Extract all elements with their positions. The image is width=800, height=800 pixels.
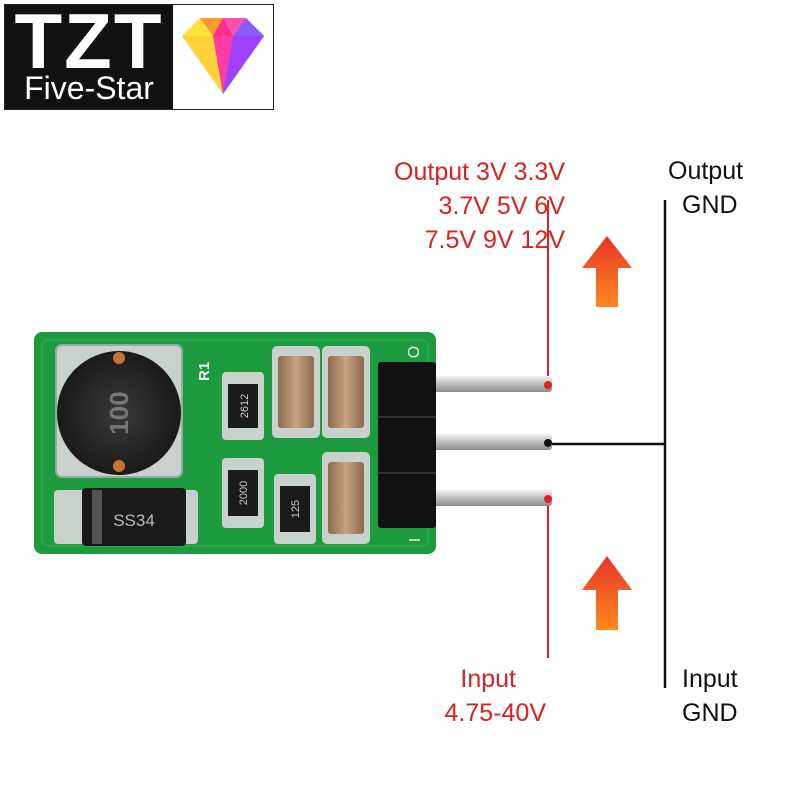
output-gnd-line-2: GND — [682, 191, 738, 219]
pin-marking-input: I — [407, 538, 424, 542]
arrow-up-input-icon — [582, 556, 632, 630]
gnd-dot — [544, 439, 552, 447]
dc-dc-module — [34, 332, 436, 554]
input-gnd-line-2: GND — [682, 699, 738, 727]
capacitor-3 — [328, 462, 364, 534]
output-dot — [544, 381, 552, 389]
resistor-marking-1: 2612 — [239, 394, 251, 418]
output-voltage-line-2: 3.7V 5V 6V — [438, 192, 565, 220]
inductor-marking: 100 — [104, 391, 134, 434]
output-voltage-line-1: Output 3V 3.3V — [394, 158, 565, 186]
input-voltage-line-2: 4.75-40V — [444, 699, 546, 727]
logo-sub-text: Five-Star — [24, 70, 154, 106]
output-pin — [430, 376, 552, 392]
input-pin — [430, 490, 552, 506]
arrow-up-output-icon — [582, 236, 632, 307]
diamond-icon — [182, 18, 264, 94]
inductor — [57, 351, 181, 475]
diode-marking: SS34 — [113, 511, 155, 530]
input-dot — [544, 495, 552, 503]
logo-text-block: TZT Five-Star — [5, 1, 173, 109]
resistor-r1 — [228, 384, 258, 428]
output-gnd-line-1: Output — [668, 157, 744, 185]
resistor-3 — [280, 486, 310, 532]
capacitor-2 — [328, 356, 364, 428]
pin-header — [378, 362, 436, 528]
input-voltage-line-1: Input — [460, 665, 516, 693]
output-voltage-label: Output 3V 3.3V 3.7V 5V 6V 7.5V 9V 12V — [310, 155, 565, 257]
resistor-marking-3: 125 — [290, 500, 302, 518]
resistor-2 — [228, 470, 258, 516]
resistor-marking-2: 2000 — [238, 481, 250, 505]
input-gnd-line-1: Input — [682, 665, 738, 693]
output-voltage-line-3: 7.5V 9V 12V — [424, 226, 565, 254]
logo-main-text: TZT — [14, 0, 164, 85]
resistor-ref: R1 — [196, 362, 213, 381]
diode — [82, 488, 186, 546]
input-gnd-label: Input GND — [682, 662, 738, 730]
pin-marking-output: O — [406, 346, 423, 358]
input-voltage-label: Input 4.75-40V — [400, 662, 546, 730]
output-gnd-label: Output GND — [668, 154, 743, 222]
capacitor-1 — [278, 356, 314, 428]
gnd-pin — [430, 434, 552, 450]
